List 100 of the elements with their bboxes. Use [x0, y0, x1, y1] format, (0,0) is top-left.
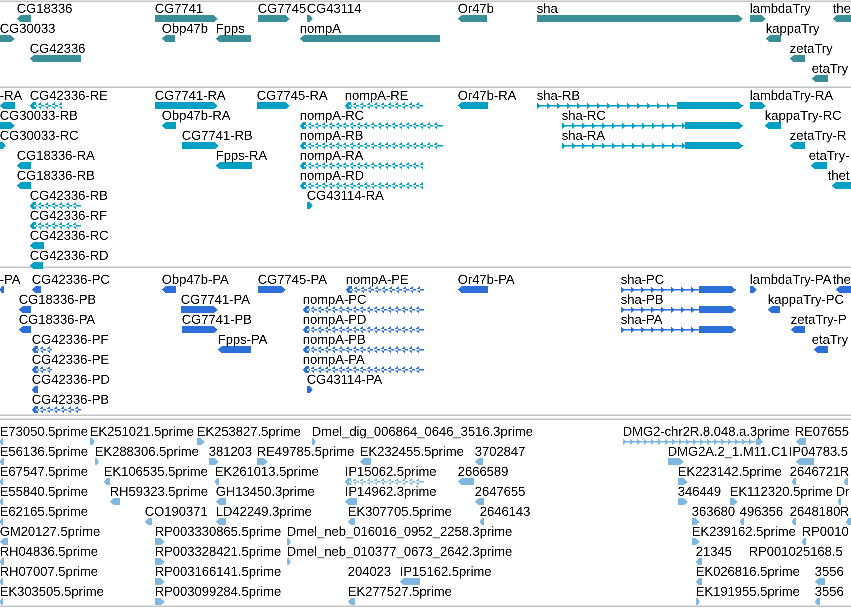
feature-label: -PA [0, 272, 21, 287]
feature-label: thet [828, 168, 850, 183]
feature-label: sha-RC [562, 108, 606, 123]
feature-label: Or47b [458, 1, 494, 16]
feature-label: nompA-RA [300, 148, 364, 163]
feature-label: CO190371 [145, 504, 208, 519]
feature-label: RH59323.5prime [110, 484, 208, 499]
feature-label: CG30033-RC [0, 128, 79, 143]
feature-label: sha [537, 1, 558, 16]
feature-label: IP04783.5 [789, 444, 848, 459]
feature-label: GH13450.3prime [216, 484, 315, 499]
feature-label: RP0010 [802, 524, 849, 539]
feature-label: etaTry [812, 332, 848, 347]
feature-label: Obp47b [162, 21, 208, 36]
feature-label: CG42336-PD [32, 372, 110, 387]
feature-label: RH07007.5prime [0, 564, 98, 579]
feature-label: zetaTry [790, 41, 833, 56]
feature-label: RP003328421.5prime [155, 544, 282, 559]
feature-label: CG18336-PB [19, 292, 96, 307]
feature-label: CG18336-RB [17, 168, 96, 183]
feature-label: lambdaTry-RA [750, 88, 834, 103]
feature-label: nompA-RE [345, 88, 409, 103]
feature-label: CG7741-PB [182, 312, 252, 327]
feature-label: 346449 [678, 484, 722, 499]
feature-label: IP15162.5prime [400, 564, 492, 579]
feature-label: 21345 [696, 544, 732, 559]
feature-label: CG7741-RA [155, 88, 226, 103]
feature-label: lambdaTry-PA [750, 272, 832, 287]
feature-label: Or47b-RA [458, 88, 517, 103]
feature-label: 2646143 [480, 504, 531, 519]
feature-label: Fpps-RA [216, 148, 268, 163]
feature-label: GM20127.5prime [0, 524, 100, 539]
feature-label: CG42336-RC [30, 228, 109, 243]
feature-label: EK307705.5prime [348, 504, 452, 519]
feature-label: nompA-PB [303, 332, 366, 347]
feature-label: Obp47b-PA [162, 272, 229, 287]
feature-label: EK112320.5prime [730, 484, 834, 499]
feature-label: CG42336-RE [30, 88, 108, 103]
feature-label: Fpps [216, 21, 245, 36]
feature-label: E73050.5prime [0, 424, 88, 439]
feature-label: EK261013.5prime [215, 464, 320, 479]
feature-label: RP001025168.5 [749, 544, 843, 559]
feature-label: CG7741 [155, 1, 204, 16]
feature-label: E67547.5prime [0, 464, 88, 479]
feature-label: RE49785.5prime [257, 444, 355, 459]
feature-label: EK106535.5prime [104, 464, 208, 479]
feature-label: IP15062.5prime [345, 464, 437, 479]
feature-label: RE07655 [795, 424, 850, 439]
feature-label: 3702847 [475, 444, 526, 459]
feature-label: DMG2-chr2R.8.048.a.3prime [623, 424, 790, 439]
feature-label: CG43114-PA [307, 372, 382, 387]
feature-label: Dr [836, 484, 850, 499]
feature-label: CG7741-RB [182, 128, 253, 143]
feature-label: R [840, 504, 850, 519]
feature-label: CG7745 [258, 1, 306, 16]
feature-label: Or47b-PA [458, 272, 515, 287]
feature-label: Dmel_neb_016016_0952_2258.3prime [287, 524, 513, 539]
feature-label: sha-PB [621, 292, 664, 307]
feature-label: CG43114-RA [307, 188, 384, 203]
feature-label: Fpps-PA [218, 332, 268, 347]
feature-label: nompA [300, 21, 342, 36]
feature-label: etaTry- [809, 148, 850, 163]
feature-label: lambdaTry [750, 1, 811, 16]
feature-label: -RA [0, 88, 22, 103]
feature-label: CG42336-RB [30, 188, 108, 203]
feature-label: 3556 [815, 564, 844, 579]
feature-label: Dmel_neb_010377_0673_2642.3prime [287, 544, 513, 559]
feature-label: E55840.5prime [0, 484, 88, 499]
feature-label: Dmel_dig_006864_0646_3516.3prime [312, 424, 534, 439]
feature-label: nompA-PD [303, 312, 367, 327]
feature-label: RP003330865.5prime [155, 524, 282, 539]
feature-label: CG42336-PC [32, 272, 110, 287]
feature-label: sha-PC [621, 272, 664, 287]
feature-label: zetaTry-P [791, 312, 847, 327]
feature-label: EK232455.5prime [360, 444, 464, 459]
feature-label: 381203 [209, 444, 252, 459]
feature-label: E56136.5prime [0, 444, 88, 459]
feature-label: 2666589 [458, 464, 509, 479]
feature-label: CG7745-PA [258, 272, 328, 287]
feature-label: CG30033 [0, 21, 56, 36]
feature-label: CG42336-RD [30, 248, 109, 263]
feature-label: IP14962.3prime [345, 484, 437, 499]
feature-label: CG18336 [17, 1, 73, 16]
feature-label: nompA-PC [303, 292, 367, 307]
feature-label: EK223142.5prime [678, 464, 782, 479]
feature-label: CG18336-RA [17, 148, 96, 163]
feature-label: nompA-PA [303, 352, 365, 367]
feature-label: CG30033-RB [0, 108, 78, 123]
feature-label: RP003166141.5prime [155, 564, 282, 579]
feature-label: EK191955.5prime [696, 584, 800, 599]
feature-label: sha-PA [621, 312, 663, 327]
feature-label: CG42336-PF [32, 332, 109, 347]
feature-label: 3556 [815, 584, 844, 599]
feature-label: 204023 [348, 564, 392, 579]
feature-label: R [840, 464, 850, 479]
feature-label: zetaTry-R [790, 128, 847, 143]
feature-label: CG42336-RF [30, 208, 108, 223]
feature-label: nompA-RB [300, 128, 364, 143]
feature-label: EK288306.5prime [95, 444, 200, 459]
feature-label: etaTry [812, 61, 848, 76]
